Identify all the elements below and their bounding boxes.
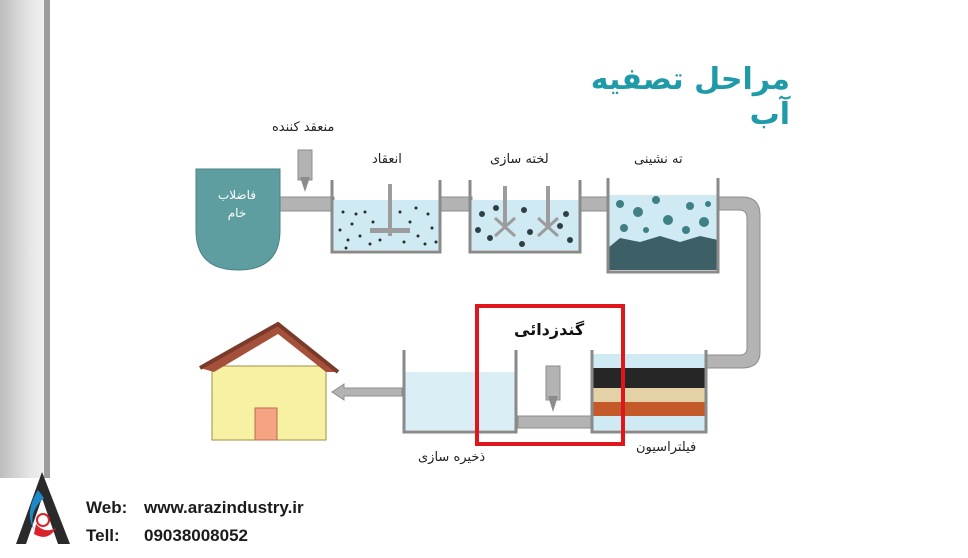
coagulant-inlet bbox=[297, 149, 313, 192]
slide-title: مراحل تصفیه آب bbox=[590, 62, 790, 132]
pipe-filter-to-storage bbox=[517, 415, 595, 429]
pipe-coagulation-to-flocculation bbox=[439, 196, 473, 212]
label-sedimentation: ته نشینی bbox=[634, 152, 683, 167]
pipe-storage-to-house bbox=[331, 383, 403, 401]
tell-value: 09038008052 bbox=[144, 526, 249, 545]
label-disinfection: گندزدائی bbox=[514, 320, 585, 339]
storage-tank bbox=[402, 350, 561, 434]
label-raw-water-line-2: خام bbox=[227, 206, 247, 220]
label-coagulation: انعقاد bbox=[372, 152, 402, 167]
tell-label: Tell: bbox=[86, 526, 120, 545]
disinfection-highlight bbox=[475, 304, 625, 446]
filtration-tank bbox=[590, 350, 708, 434]
flocculation-tank bbox=[468, 180, 582, 254]
slide-side-bar bbox=[0, 0, 50, 558]
web-label: Web: bbox=[86, 498, 128, 517]
raw-water-tank bbox=[195, 168, 281, 271]
tell-row: Tell: 09038008052 bbox=[86, 526, 248, 546]
label-raw-water-line-1: فاضلاب bbox=[217, 188, 257, 202]
sedimentation-tank bbox=[606, 178, 720, 274]
company-logo-icon bbox=[16, 472, 70, 544]
web-row: Web: www.arazindustry.ir bbox=[86, 498, 304, 518]
web-link[interactable]: www.arazindustry.ir bbox=[144, 498, 304, 517]
house-icon bbox=[199, 321, 340, 441]
label-flocculation: لخته سازی bbox=[490, 152, 549, 167]
label-filtration: فیلتراسیون bbox=[636, 440, 697, 455]
pipe-flocculation-to-sedimentation bbox=[579, 196, 611, 212]
pipe-raw-to-coagulation bbox=[275, 196, 335, 212]
label-coagulant: منعقد کننده bbox=[272, 120, 335, 135]
label-storage: ذخیره سازی bbox=[418, 450, 486, 465]
coagulation-tank bbox=[330, 180, 442, 254]
